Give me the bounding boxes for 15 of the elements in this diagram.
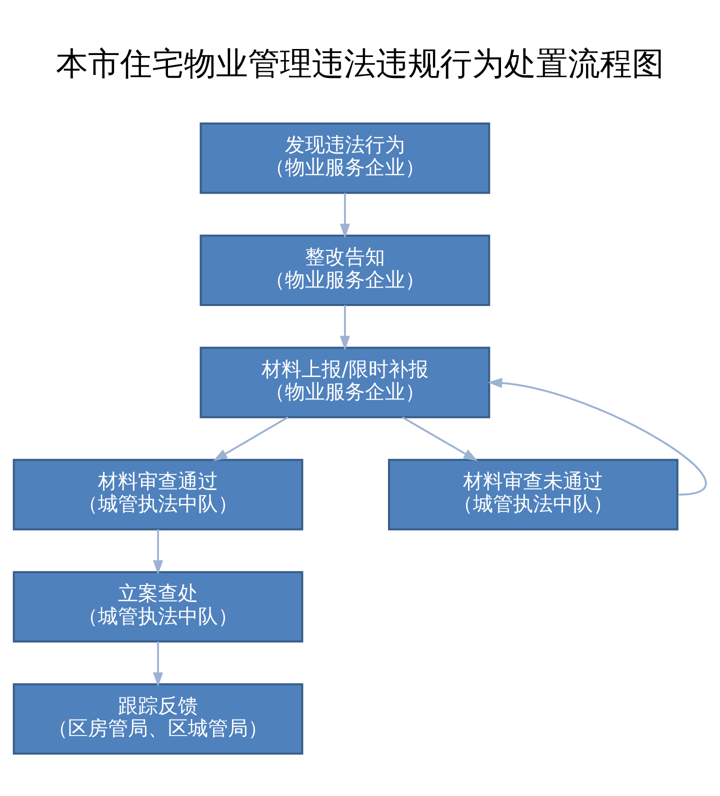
arrow — [212, 416, 288, 461]
node-box: 跟踪反馈 （区房管局、区城管局） — [12, 682, 304, 754]
node-box: 材料审查通过 （城管执法中队） — [12, 458, 304, 530]
node-box: 材料上报/限时补报 （物业服务企业） — [200, 346, 490, 418]
arrow — [152, 641, 164, 686]
arrow — [340, 192, 350, 238]
arrow — [340, 304, 350, 350]
arrow — [488, 377, 706, 496]
node-box: 材料审查未通过 （城管执法中队） — [388, 458, 678, 530]
node-box: 发现违法行为 （物业服务企业） — [200, 122, 490, 194]
node-box: 立案查处 （城管执法中队） — [12, 570, 304, 642]
node-box: 整改告知 （物业服务企业） — [200, 234, 490, 306]
arrow — [402, 416, 478, 461]
arrow — [152, 528, 164, 574]
diagram-title: 本市住宅物业管理违法违规行为处置流程图 — [56, 44, 664, 82]
